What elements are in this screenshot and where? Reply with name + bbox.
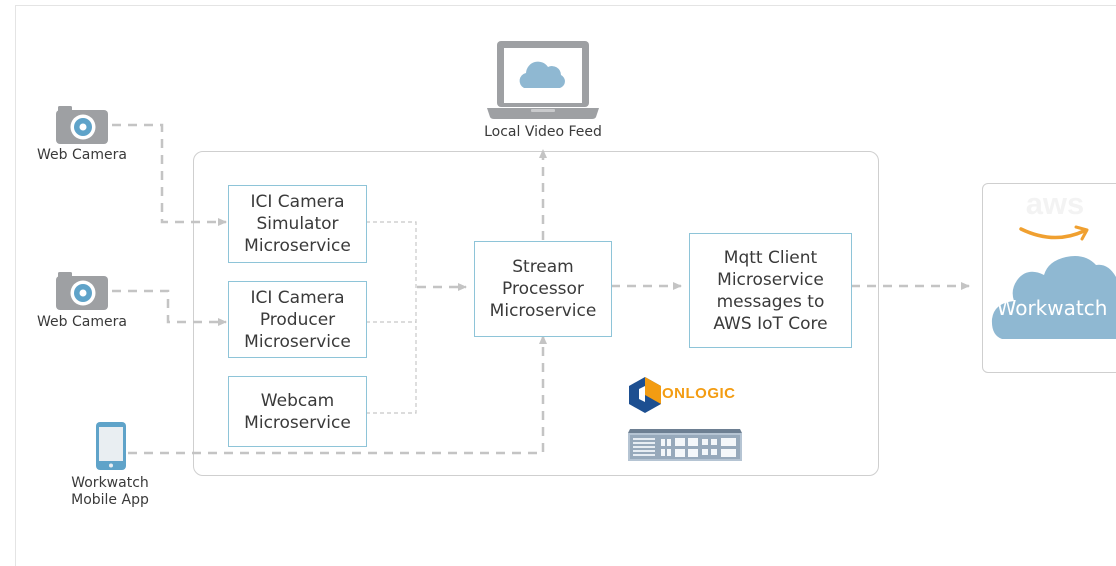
laptop-cloud-icon bbox=[487, 41, 599, 119]
mobile-app-label: Workwatch Mobile App bbox=[71, 475, 149, 508]
ici-camera-simulator-box: ICI Camera Simulator Microservice bbox=[228, 185, 367, 263]
local-video-feed-label: Local Video Feed bbox=[484, 124, 602, 140]
edge-device-container bbox=[193, 151, 879, 476]
smartphone-icon bbox=[96, 422, 126, 470]
onlogic-logo bbox=[629, 377, 661, 413]
web-camera-label-2: Web Camera bbox=[37, 314, 127, 330]
cloud-icon bbox=[991, 256, 1116, 339]
connector-camera1-to-simulator bbox=[112, 123, 227, 226]
canvas-frame bbox=[15, 5, 1116, 566]
connector-layer bbox=[112, 123, 970, 455]
connector-camera2-to-producer bbox=[112, 289, 227, 326]
connector-simulator-merge bbox=[366, 221, 417, 414]
onlogic-wordmark: ONLOGIC bbox=[662, 385, 736, 402]
ici-camera-producer-box: ICI Camera Producer Microservice bbox=[228, 281, 367, 358]
camera-icon bbox=[56, 272, 108, 310]
webcam-microservice-box: Webcam Microservice bbox=[228, 376, 367, 447]
aws-logo bbox=[1019, 225, 1089, 241]
aws-logo-text: aws bbox=[1025, 186, 1085, 221]
web-camera-label-1: Web Camera bbox=[37, 147, 127, 163]
workwatch-cloud-label: Workwatch bbox=[996, 296, 1108, 320]
industrial-pc-icon bbox=[628, 429, 742, 461]
stream-processor-box: Stream Processor Microservice bbox=[474, 241, 612, 337]
mqtt-client-box: Mqtt Client Microservice messages to AWS… bbox=[689, 233, 852, 348]
camera-icon bbox=[56, 106, 108, 144]
